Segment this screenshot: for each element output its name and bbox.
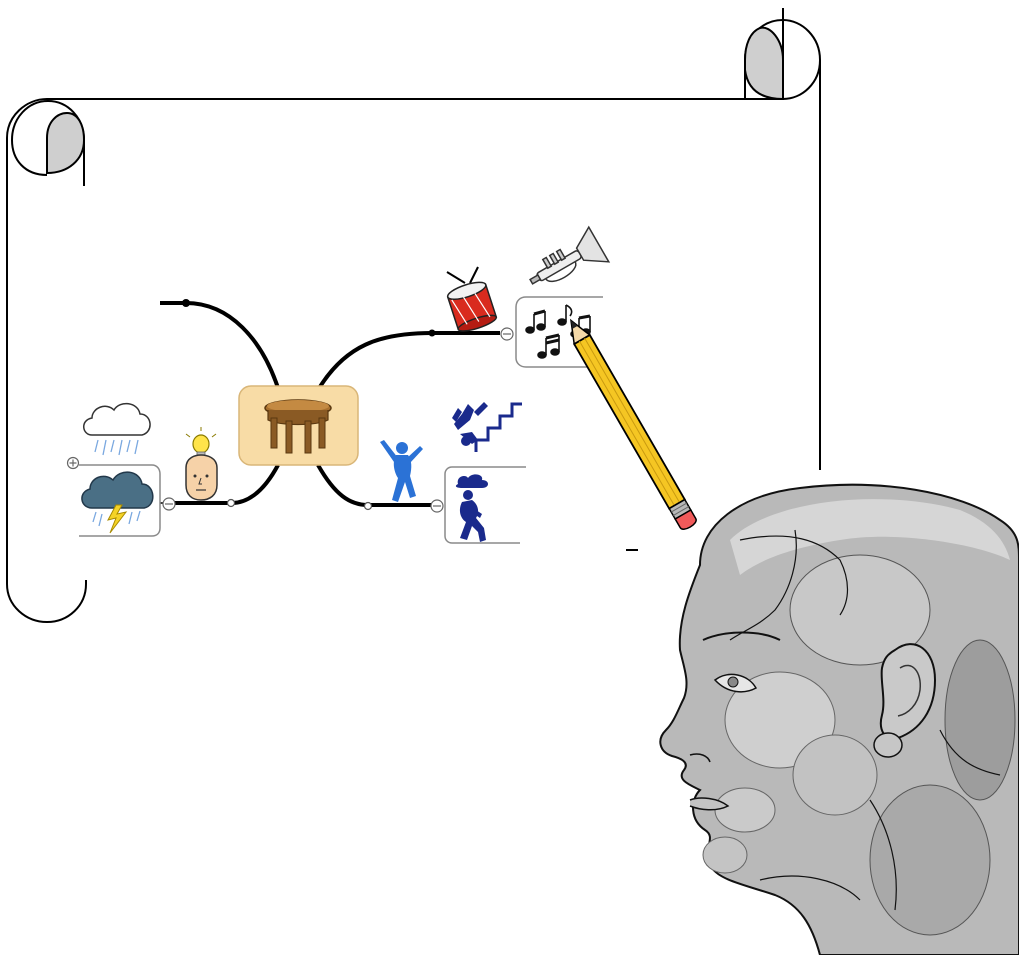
pencil-icon (570, 318, 697, 530)
falling-stairs-icon (452, 402, 522, 452)
sad-person-cloud-icon (455, 474, 488, 542)
rain-cloud-icon (83, 402, 151, 456)
collapse-toggles[interactable] (66, 327, 514, 513)
node-dot-music (428, 329, 436, 337)
scroll-curl-top-right (744, 8, 822, 101)
idea-head-icon (185, 427, 218, 501)
node-open-emotion (363, 501, 373, 511)
collapse-toggle-idea[interactable] (162, 497, 176, 511)
drum-icon (446, 266, 498, 332)
dancing-person-icon (380, 440, 423, 502)
mind-map-branches (158, 301, 500, 507)
collapse-toggle-emotion[interactable] (430, 499, 444, 513)
scroll-paper (6, 60, 821, 624)
weather-node-box[interactable] (79, 464, 161, 537)
central-topic[interactable] (238, 385, 359, 466)
branch-nodes (182, 299, 436, 511)
emotion-node-box[interactable] (444, 466, 526, 544)
scroll-curl-top-left (10, 99, 86, 186)
node-dot-top-left (182, 299, 190, 307)
human-head-illustration (659, 483, 1019, 955)
storm-cloud-icon (81, 471, 154, 534)
trumpet-icon (529, 225, 611, 285)
table-icon (264, 399, 332, 454)
expand-toggle-weather[interactable] (66, 456, 80, 470)
node-open-idea (226, 498, 236, 508)
collapse-toggle-music[interactable] (500, 327, 514, 341)
